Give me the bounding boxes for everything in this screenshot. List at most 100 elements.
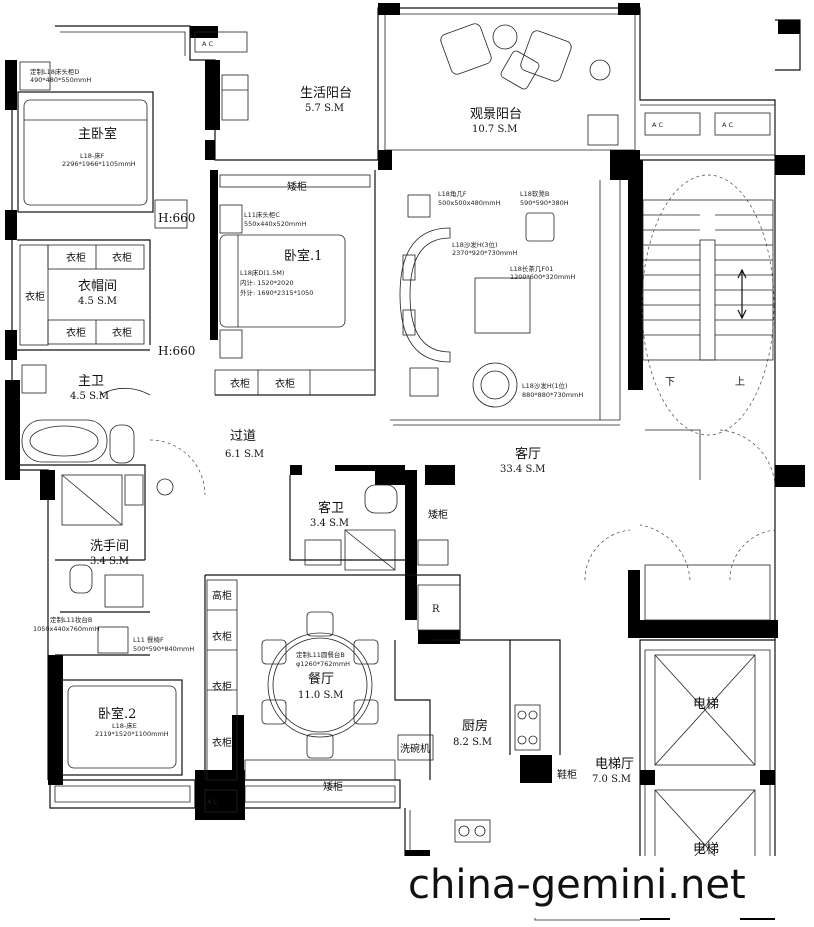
living-ottoman-size: 500x500x480mmH bbox=[438, 199, 501, 207]
fridge bbox=[417, 584, 461, 631]
closet-area: 4.5 S.M bbox=[78, 296, 117, 307]
fridge-label: R bbox=[432, 604, 440, 615]
master-bath-name: 主卫 bbox=[78, 374, 104, 389]
bedroom1-inner: 内计: 1520*2020 bbox=[240, 278, 294, 287]
ac-label-bottom: A C bbox=[207, 798, 219, 806]
living-table-note: L18长茶几F01 bbox=[510, 264, 553, 273]
bedroom2-stool-note: L11 餐椅F bbox=[133, 635, 164, 644]
bedroom2-stool-size: 500*590*840mmH bbox=[133, 645, 194, 653]
kitchen-washer: 洗碗机 bbox=[400, 742, 430, 755]
closet-wardrobe-5: 衣柜 bbox=[112, 326, 132, 339]
bedside-size: 490*480*550mmH bbox=[30, 76, 91, 84]
bedroom2-desk-size: 1050x440x760mmH bbox=[33, 625, 100, 633]
ac-unit-top bbox=[194, 31, 248, 53]
master-bed bbox=[17, 91, 154, 213]
dining-furniture bbox=[206, 579, 396, 781]
walls bbox=[5, 3, 805, 920]
kitchen-name: 厨房 bbox=[462, 718, 488, 734]
corridor-name: 过道 bbox=[230, 429, 256, 444]
closet-wardrobe-4: 衣柜 bbox=[66, 326, 86, 339]
dining-name: 餐厅 bbox=[308, 671, 334, 687]
living-name: 客厅 bbox=[515, 446, 541, 462]
watermark-bg bbox=[402, 856, 807, 918]
ac-units-right bbox=[644, 112, 771, 136]
elevator-hall-name: 电梯厅 bbox=[595, 757, 634, 772]
shoe-cabinet: 鞋柜 bbox=[557, 768, 577, 781]
bedside-tables bbox=[19, 61, 188, 229]
dining-tall-cabinet: 高柜 bbox=[212, 589, 232, 602]
corridor-fixture bbox=[156, 478, 174, 496]
washroom-name: 洗手间 bbox=[90, 539, 129, 554]
bedside-note: 定制L18床头柜D bbox=[30, 67, 79, 76]
outline-lines bbox=[11, 7, 801, 921]
master-bedroom-name: 主卧室 bbox=[78, 126, 117, 142]
washroom-area: 3.4 S.M bbox=[90, 556, 129, 567]
living-armchair-note: L18软凳B bbox=[520, 189, 549, 198]
closet-name: 衣帽间 bbox=[78, 278, 117, 294]
dining-wardrobe-2: 衣柜 bbox=[212, 680, 232, 693]
watermark: china-gemini.net bbox=[408, 862, 746, 908]
dining-table-size: φ1260*762mmH bbox=[296, 660, 350, 668]
height-label-1: H:660 bbox=[158, 211, 195, 225]
dining-wardrobe-1: 衣柜 bbox=[212, 630, 232, 643]
living-chair-size: 880*880*730mmH bbox=[522, 391, 583, 399]
corridor-area: 6.1 S.M bbox=[225, 449, 264, 460]
living-chair-note: L18沙发H(1位) bbox=[522, 381, 568, 390]
dining-wardrobe-3: 衣柜 bbox=[212, 736, 232, 749]
view-balcony-area: 10.7 S.M bbox=[472, 124, 517, 135]
stairwell bbox=[584, 174, 776, 621]
bedroom1-bed-note: L18床D(1.5M) bbox=[240, 268, 284, 277]
living-sofa-size: 2370*920*730mmH bbox=[452, 249, 518, 257]
elevator-2-label: 电梯 bbox=[693, 842, 719, 857]
bedroom1-low-cabinet: 矮柜 bbox=[287, 180, 307, 193]
bedroom1-wardrobe-1: 衣柜 bbox=[230, 377, 250, 390]
view-balcony-name: 观景阳台 bbox=[470, 107, 522, 122]
closet-wardrobe-3: 衣柜 bbox=[25, 290, 45, 303]
height-label-2: H:660 bbox=[158, 344, 195, 358]
balcony-furniture bbox=[440, 23, 619, 146]
elevator-hall-area: 7.0 S.M bbox=[592, 774, 631, 785]
dining-low-cabinet: 矮柜 bbox=[323, 780, 343, 793]
closet-wardrobe-1: 衣柜 bbox=[66, 251, 86, 264]
bedroom1-outer: 外计: 1690*2315*1050 bbox=[240, 288, 313, 297]
corridor-door-swing bbox=[149, 439, 206, 496]
dining-table-note: 定制L11圆餐台B bbox=[296, 650, 345, 659]
guest-bath-name: 客卫 bbox=[318, 500, 344, 516]
ac-label-right-1: A C bbox=[652, 121, 664, 129]
bedroom1-nightstand-size: 550x440x520mmH bbox=[244, 220, 307, 228]
living-furniture bbox=[393, 194, 620, 426]
bedroom2-name: 卧室.2 bbox=[98, 706, 136, 722]
living-armchair-size: 590*590*380H bbox=[520, 199, 569, 207]
ac-label-top: A C bbox=[202, 40, 214, 48]
living-area: 33.4 S.M bbox=[500, 464, 545, 475]
master-bath-fixtures bbox=[21, 364, 151, 464]
master-bed-size: 2296*1966*1105mmH bbox=[62, 160, 136, 168]
dining-area: 11.0 S.M bbox=[298, 690, 343, 701]
bedroom2-bed-note: L18-床E bbox=[112, 721, 137, 730]
washroom-fixtures bbox=[61, 474, 144, 608]
guest-bath-area: 3.4 S.M bbox=[310, 518, 349, 529]
utility-balcony-area: 5.7 S.M bbox=[305, 103, 344, 114]
master-bath-area: 4.5 S.M bbox=[70, 391, 109, 402]
elevator-1-label: 电梯 bbox=[693, 697, 719, 712]
bedroom2-bed-size: 2119*1520*1100mmH bbox=[95, 730, 169, 738]
utility-fixtures bbox=[221, 74, 249, 121]
guest-bath-fixtures bbox=[304, 484, 449, 571]
guest-bath-cabinet: 矮柜 bbox=[428, 508, 448, 521]
utility-balcony-name: 生活阳台 bbox=[300, 86, 352, 101]
master-bed-note: L18-床F bbox=[80, 151, 105, 160]
living-table-size: 1200*600*320mmH bbox=[510, 273, 576, 281]
kitchen-fixtures bbox=[397, 704, 541, 843]
closet-wardrobe-2: 衣柜 bbox=[112, 251, 132, 264]
bedroom1-wardrobe-2: 衣柜 bbox=[275, 377, 295, 390]
bedroom2-furniture bbox=[61, 626, 183, 776]
elevators bbox=[654, 654, 756, 901]
ac-label-right-2: A C bbox=[722, 121, 734, 129]
kitchen-area: 8.2 S.M bbox=[453, 737, 492, 748]
stairs-up: 上 bbox=[735, 376, 745, 388]
bedroom2-desk-note: 定制L11妆台B bbox=[50, 615, 92, 624]
living-sofa-note: L18沙发H(3位) bbox=[452, 240, 498, 249]
bedroom1-furniture bbox=[214, 174, 376, 396]
ac-unit-bottom bbox=[204, 789, 238, 813]
